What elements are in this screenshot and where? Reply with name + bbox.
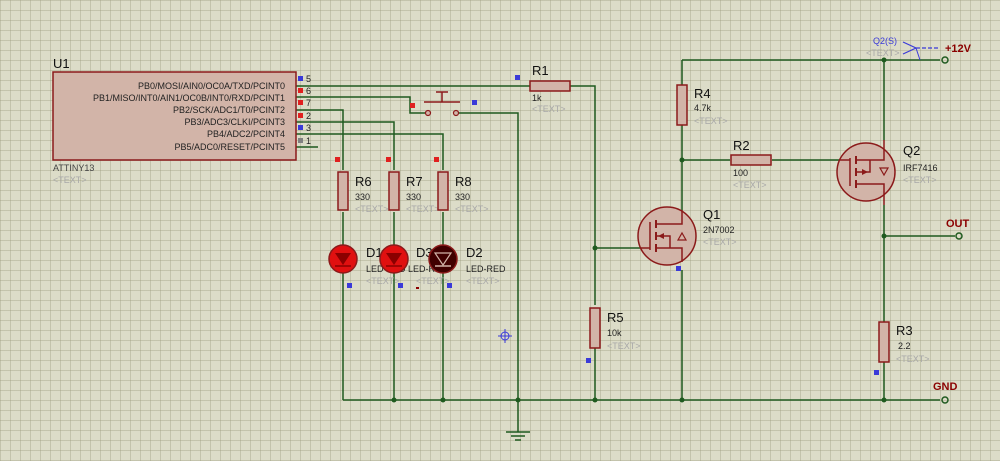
wire-pb4-r8 — [296, 133, 444, 170]
r5-ref: R5 — [607, 310, 624, 325]
r8-ref: R8 — [455, 174, 472, 189]
r5-value: 10k — [607, 328, 622, 338]
u1-pin-numbers: 5 6 7 2 3 1 — [306, 74, 311, 146]
pin-label-pb5: PB5/ADC0/RESET/PCINT5 — [174, 142, 285, 152]
pin-num-5: 5 — [306, 74, 311, 84]
r4-text: <TEXT> — [694, 116, 728, 126]
pin-num-7: 7 — [306, 98, 311, 108]
r6-value: 330 — [355, 192, 370, 202]
pin-num-6: 6 — [306, 86, 311, 96]
pin-num-2: 2 — [306, 111, 311, 121]
wire-switch-right — [458, 112, 519, 400]
u1-pin-labels: PB0/MOSI/AIN0/OC0A/TXD/PCINT0 PB1/MISO/I… — [93, 81, 285, 152]
pin-num-1: 1 — [306, 136, 311, 146]
resistor-r1[interactable]: R1 1k <TEXT> — [515, 63, 571, 114]
q2-part: IRF7416 — [903, 163, 938, 173]
wire-pb3-r7 — [296, 121, 395, 170]
pin-label-pb3: PB3/ADC3/CLKI/PCINT3 — [184, 117, 285, 127]
d3-ref: D3 — [416, 245, 433, 260]
q1-text: <TEXT> — [703, 237, 737, 247]
pin-num-3: 3 — [306, 123, 311, 133]
r7-ref: R7 — [406, 174, 423, 189]
q1-ref: Q1 — [703, 207, 720, 222]
vcc-label: +12V — [945, 43, 972, 55]
r2-value: 100 — [733, 168, 748, 178]
u1-ref: U1 — [53, 56, 70, 71]
stray-marker — [416, 287, 419, 289]
probe-label: Q2(S) — [873, 36, 897, 46]
mosfet-q2[interactable]: Q2 IRF7416 <TEXT> — [836, 140, 938, 205]
r2-text: <TEXT> — [733, 180, 767, 190]
wire-r1-q1gate — [570, 85, 640, 249]
q2-ref: Q2 — [903, 143, 920, 158]
d2-ref: D2 — [466, 245, 483, 260]
r1-ref: R1 — [532, 63, 549, 78]
r8-text: <TEXT> — [455, 204, 489, 214]
r7-value: 330 — [406, 192, 421, 202]
r4-ref: R4 — [694, 86, 711, 101]
r1-text: <TEXT> — [532, 104, 566, 114]
crosshair-icon — [498, 329, 512, 343]
u1-chip[interactable]: U1 ATTINY13 <TEXT> PB0/MOSI/AIN0/OC0A/TX… — [52, 56, 311, 185]
terminal-out[interactable]: OUT — [946, 218, 970, 240]
q1-part: 2N7002 — [703, 225, 735, 235]
gnd-label: GND — [933, 381, 958, 393]
terminal-gnd[interactable]: GND — [933, 381, 958, 404]
r2-ref: R2 — [733, 138, 750, 153]
push-switch[interactable] — [410, 91, 477, 117]
r3-ref: R3 — [896, 323, 913, 338]
led-d3[interactable]: D3 LED-RED <TEXT> — [379, 244, 450, 288]
pin-label-pb1: PB1/MISO/INT0/AIN1/OC0B/INT0/RXD/PCINT1 — [93, 93, 285, 103]
r1-value: 1k — [532, 93, 542, 103]
u1-text: <TEXT> — [53, 175, 87, 185]
resistor-r2[interactable]: R2 100 <TEXT> — [730, 138, 772, 190]
wire-pb2-r6 — [296, 109, 344, 170]
resistor-r4[interactable]: R4 4.7k <TEXT> — [676, 84, 728, 126]
q2-text: <TEXT> — [903, 175, 937, 185]
resistor-r7[interactable]: R7 330 <TEXT> — [386, 157, 440, 214]
r6-ref: R6 — [355, 174, 372, 189]
ground-icon — [506, 431, 530, 441]
d2-text: <TEXT> — [466, 276, 500, 286]
led-d2[interactable]: D2 LED-RED <TEXT> — [428, 244, 506, 288]
r7-text: <TEXT> — [406, 204, 440, 214]
pin-label-pb2: PB2/SCK/ADC1/T0/PCINT2 — [173, 105, 285, 115]
r8-value: 330 — [455, 192, 470, 202]
out-label: OUT — [946, 218, 970, 230]
pin-label-pb0: PB0/MOSI/AIN0/OC0A/TXD/PCINT0 — [138, 81, 285, 91]
r5-text: <TEXT> — [607, 341, 641, 351]
d3-value: LED-RED — [408, 264, 448, 274]
d2-value: LED-RED — [466, 264, 506, 274]
r3-text: <TEXT> — [896, 354, 930, 364]
d3-text: <TEXT> — [416, 276, 450, 286]
r6-text: <TEXT> — [355, 204, 389, 214]
wire-q2-out — [883, 205, 955, 237]
d1-ref: D1 — [366, 245, 383, 260]
r3-value: 2.2 — [898, 341, 911, 351]
d1-text: <TEXT> — [366, 276, 400, 286]
terminal-vcc[interactable]: +12V — [941, 43, 972, 64]
mosfet-q1[interactable]: Q1 2N7002 <TEXT> — [637, 206, 737, 271]
resistor-r6[interactable]: R6 330 <TEXT> — [335, 157, 389, 214]
junctions — [391, 57, 887, 403]
u1-part: ATTINY13 — [53, 163, 94, 173]
u1-pin-markers — [298, 76, 303, 143]
resistor-r3[interactable]: R3 2.2 <TEXT> — [874, 321, 930, 375]
resistor-r8[interactable]: R8 330 <TEXT> — [434, 157, 489, 214]
voltage-probe[interactable]: Q2(S) <TEXT> — [866, 36, 940, 61]
pin-label-pb4: PB4/ADC2/PCINT4 — [207, 129, 285, 139]
probe-text: <TEXT> — [866, 48, 900, 58]
r4-value: 4.7k — [694, 103, 712, 113]
resistor-r5[interactable]: R5 10k <TEXT> — [586, 307, 641, 363]
